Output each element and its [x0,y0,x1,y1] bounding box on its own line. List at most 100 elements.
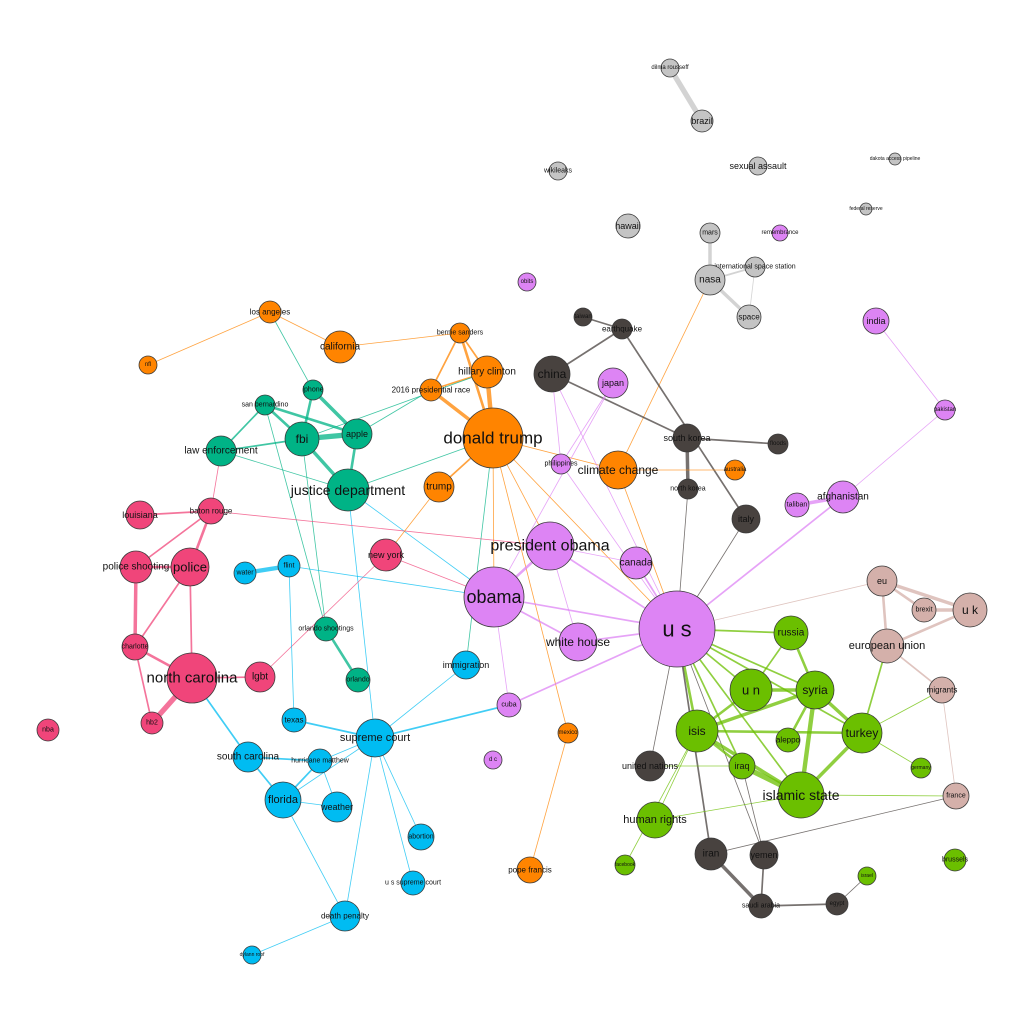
node-circle[interactable] [345,667,371,693]
node-un[interactable]: u n [729,668,773,712]
node-los-angeles[interactable]: los angeles [250,300,290,324]
node-circle[interactable] [329,900,361,932]
node-european-union[interactable]: european union [849,628,925,664]
node-circle[interactable] [675,709,719,753]
node-circle[interactable] [862,307,890,335]
node-baton-rouge[interactable]: baton rouge [190,497,233,525]
node-louisiana[interactable]: louisiana [122,500,158,530]
node-circle[interactable] [615,213,641,239]
node-circle[interactable] [771,224,789,242]
node-circle[interactable] [636,801,674,839]
node-trump[interactable]: trump [423,471,455,503]
node-circle[interactable] [423,471,455,503]
node-abortion[interactable]: abortion [407,823,435,851]
node-circle[interactable] [355,718,395,758]
node-hb2[interactable]: hb2 [140,711,164,735]
node-circle[interactable] [463,566,525,628]
node-circle[interactable] [281,707,307,733]
node-circle[interactable] [242,945,262,965]
node-facebook[interactable]: facebook [614,854,636,876]
node-brexit[interactable]: brexit [911,597,937,623]
node-saudi-arabia[interactable]: saudi arabia [742,893,780,919]
node-circle[interactable] [597,367,629,399]
node-san-bernardino[interactable]: san bernardino [242,394,289,416]
node-charlotte[interactable]: charlotte [122,633,149,661]
node-circle[interactable] [369,538,403,572]
node-egypt[interactable]: egypt [825,892,849,916]
node-circle[interactable] [775,727,801,753]
node-circle[interactable] [525,521,575,571]
node-circle[interactable] [857,866,877,886]
node-circle[interactable] [573,307,593,327]
node-fbi[interactable]: fbi [284,421,320,457]
node-circle[interactable] [166,652,218,704]
node-circle[interactable] [911,597,937,623]
node-migrants[interactable]: migrants [927,676,958,704]
node-circle[interactable] [694,837,728,871]
node-circle[interactable] [258,300,282,324]
node-circle[interactable] [533,355,571,393]
node-circle[interactable] [36,718,60,742]
node-circle[interactable] [550,453,572,475]
node-circle[interactable] [952,592,988,628]
node-japan[interactable]: japan [597,367,629,399]
node-circle[interactable] [125,500,155,530]
node-eu[interactable]: eu [866,565,898,597]
node-canada[interactable]: canada [620,546,653,580]
node-circle[interactable] [400,870,426,896]
node-iphone[interactable]: iphone [302,379,324,401]
node-france[interactable]: france [942,782,970,810]
node-taiwan[interactable]: taiwan [573,307,593,327]
node-circle[interactable] [694,264,726,296]
node-circle[interactable] [731,504,761,534]
node-circle[interactable] [341,418,373,450]
node-circle[interactable] [934,399,956,421]
node-race2016[interactable]: 2016 presidential race [392,378,471,402]
node-islamic-state[interactable]: islamic state [762,771,840,819]
node-hurricane-matthew[interactable]: hurricane matthew [291,748,350,774]
node-circle[interactable] [284,421,320,457]
node-circle[interactable] [942,782,970,810]
node-brussels[interactable]: brussels [942,848,969,872]
node-circle[interactable] [677,478,699,500]
node-new-york[interactable]: new york [368,538,405,572]
node-iraq[interactable]: iraq [728,752,756,780]
node-circle[interactable] [611,318,633,340]
node-wikileaks[interactable]: wikileaks [543,161,573,181]
node-circle[interactable] [140,711,164,735]
node-iran[interactable]: iran [694,837,728,871]
node-circle[interactable] [784,492,810,518]
node-california[interactable]: california [320,330,360,364]
node-dakota[interactable]: dakota access pipeline [870,152,921,166]
node-circle[interactable] [614,854,636,876]
node-circle[interactable] [724,459,746,481]
node-brazil[interactable]: brazil [690,109,714,133]
node-hillary[interactable]: hillary clinton [458,355,516,389]
node-circle[interactable] [232,741,264,773]
node-us-supreme-court[interactable]: u s supreme court [385,870,441,896]
node-turkey[interactable]: turkey [841,712,883,754]
node-remembrance[interactable]: remembrance [761,224,799,242]
node-police[interactable]: police [170,547,210,587]
node-circle[interactable] [326,468,370,512]
node-florida[interactable]: florida [264,781,302,819]
node-circle[interactable] [634,750,666,782]
node-circle[interactable] [205,435,237,467]
node-circle[interactable] [233,561,257,585]
node-circle[interactable] [264,781,302,819]
node-south-korea[interactable]: south korea [663,423,711,453]
node-obits[interactable]: obits [517,272,537,292]
node-china[interactable]: china [533,355,571,393]
node-space[interactable]: space [736,304,762,330]
node-circle[interactable] [767,433,789,455]
node-circle[interactable] [728,752,756,780]
node-iss[interactable]: international space station [714,256,796,278]
node-circle[interactable] [773,615,809,651]
node-circle[interactable] [170,547,210,587]
node-italy[interactable]: italy [731,504,761,534]
node-circle[interactable] [690,109,714,133]
node-circle[interactable] [699,222,721,244]
node-apple[interactable]: apple [341,418,373,450]
node-circle[interactable] [869,628,905,664]
node-law-enforcement[interactable]: law enforcement [184,435,258,467]
